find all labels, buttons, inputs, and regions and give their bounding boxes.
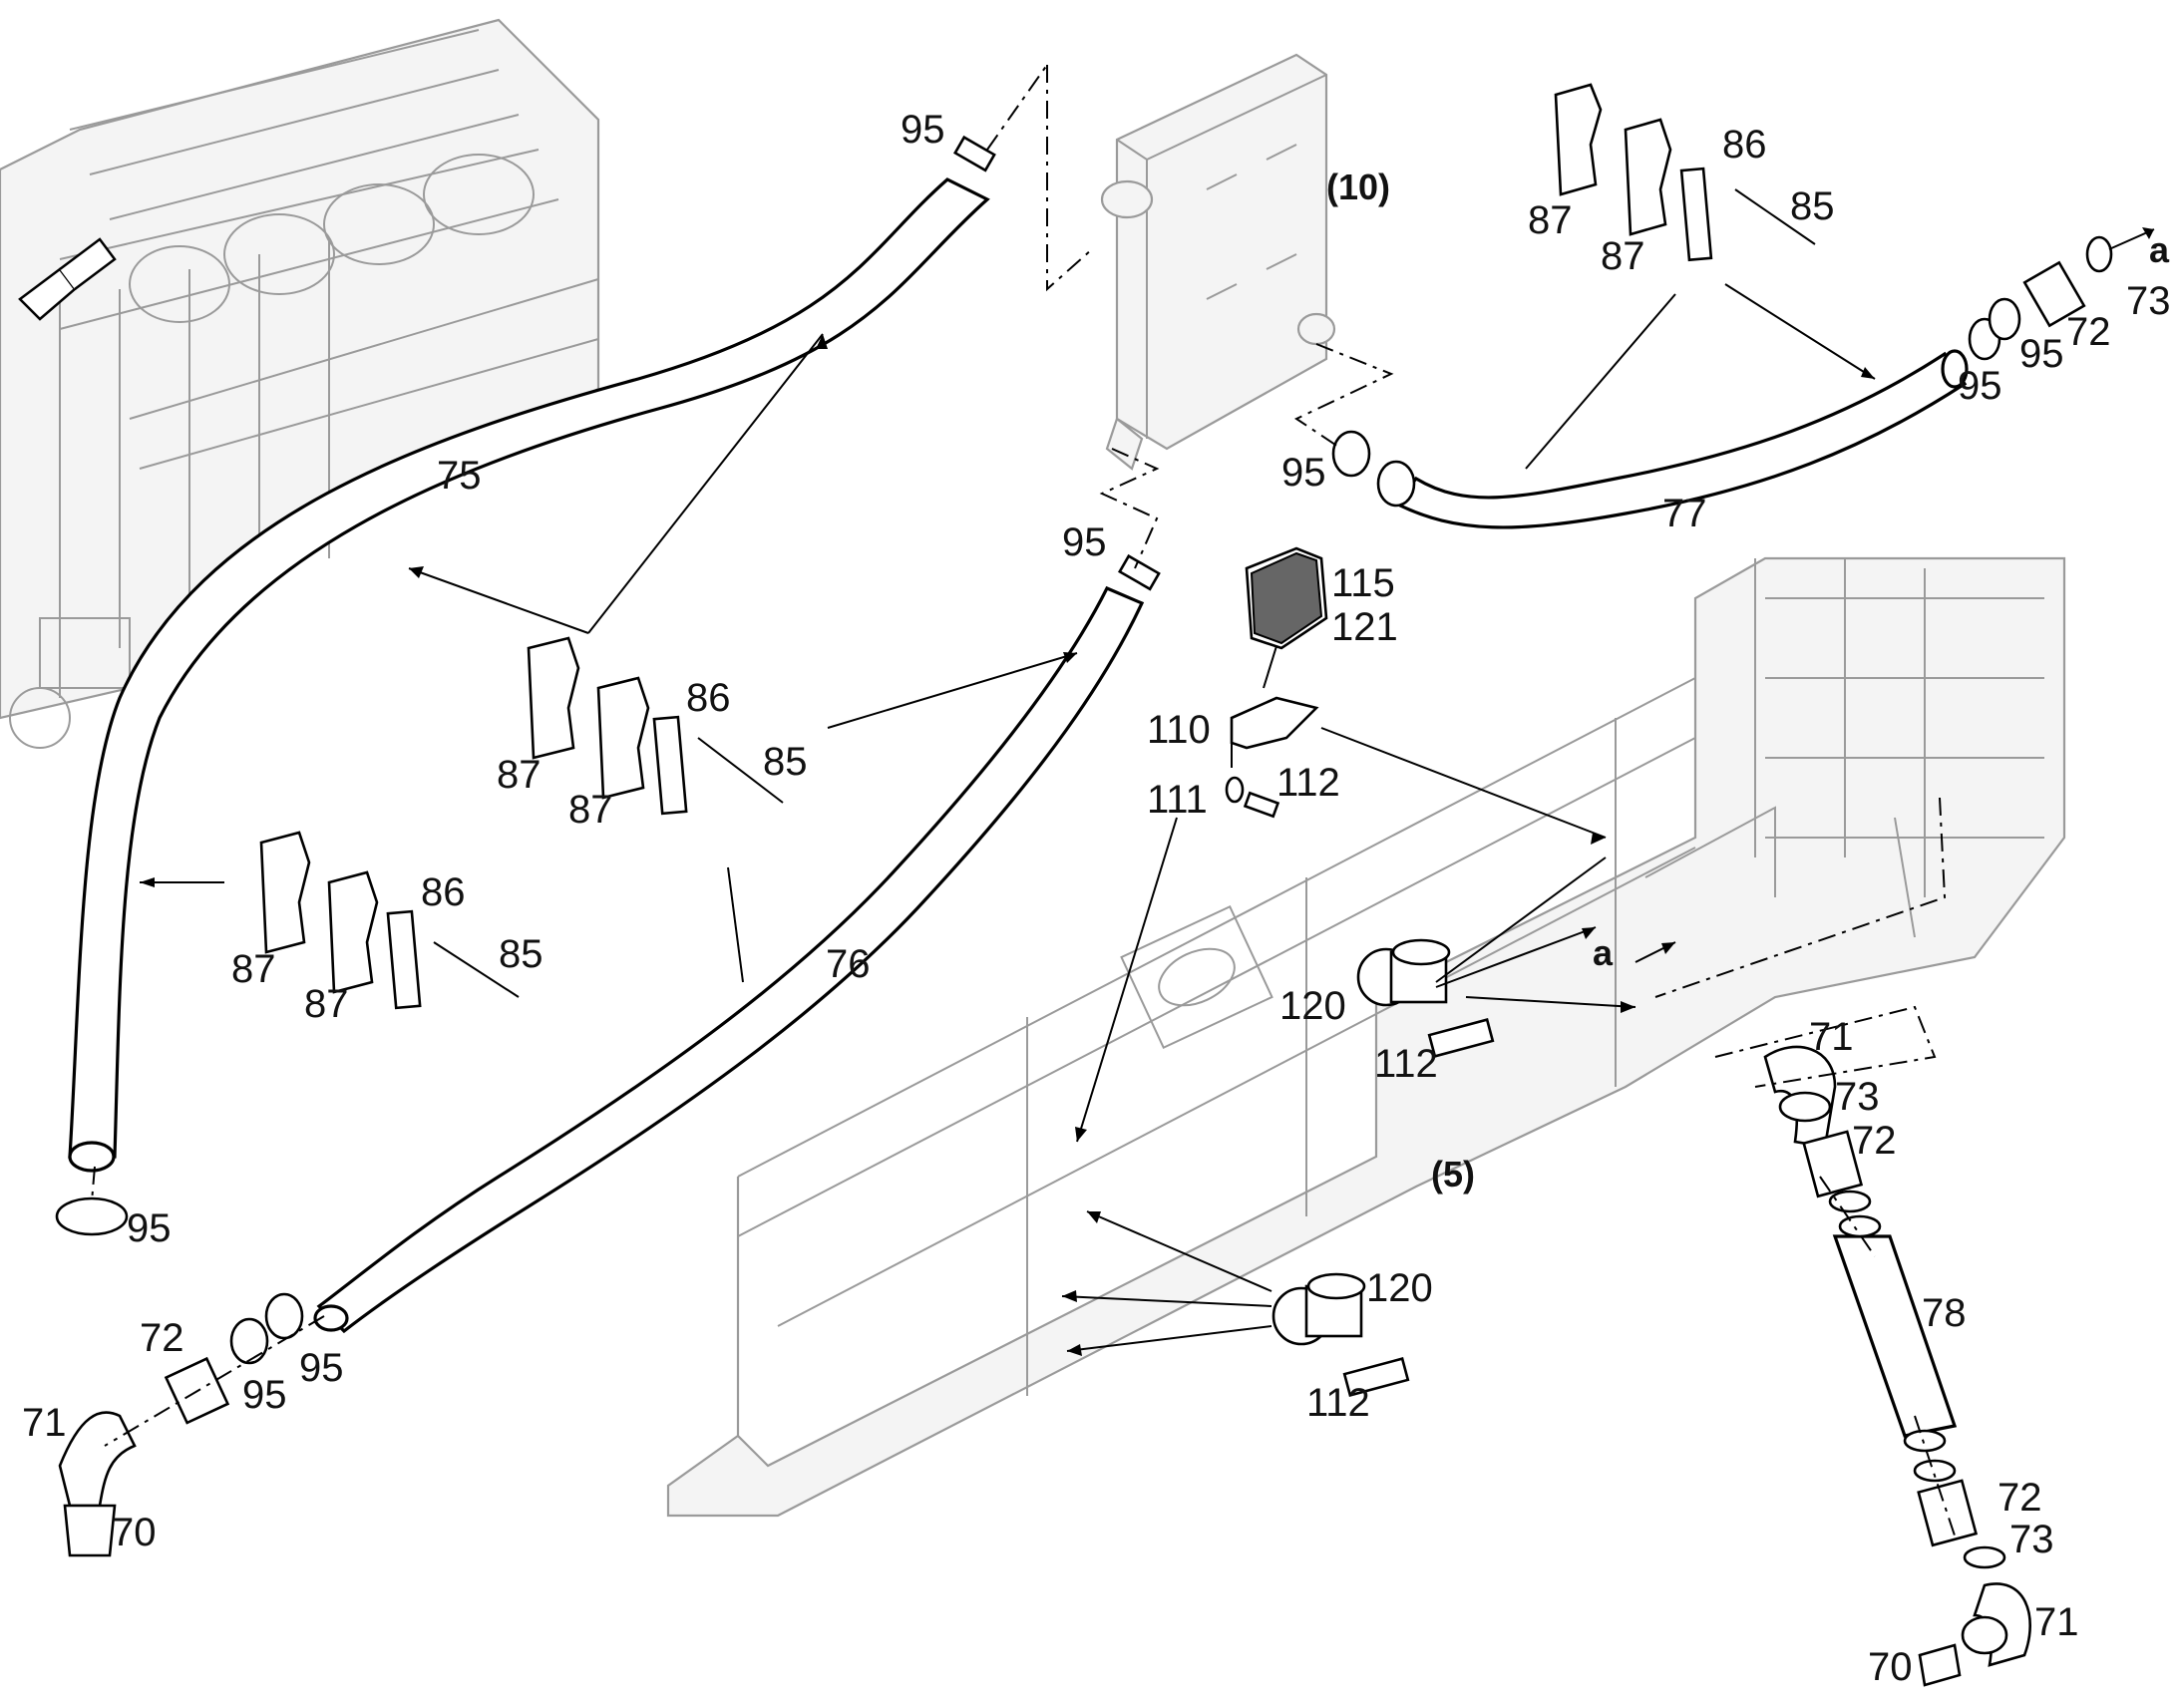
- lamp-115: [1245, 546, 1328, 650]
- label-87-center-2: 87: [568, 788, 613, 832]
- bracket-110: [1230, 696, 1319, 768]
- label-86-top: 86: [1722, 123, 1767, 167]
- label-a-right: a: [2149, 229, 2170, 270]
- bracket-120-a: [1356, 938, 1495, 1058]
- part-labels: 95 75 95 (10) 87 87 86 85 95 95 72 73 a …: [22, 108, 2171, 1689]
- label-112-a: 112: [1276, 761, 1340, 805]
- label-95-right-2: 95: [2019, 332, 2064, 376]
- label-71-bottom-left: 71: [22, 1401, 67, 1445]
- clamp-set-left: [259, 831, 520, 1010]
- label-75: 75: [437, 454, 482, 498]
- clip-95-mid: [1118, 553, 1161, 591]
- label-73-right: 73: [2126, 279, 2171, 323]
- fittings-right-top: [1968, 227, 2155, 361]
- leader-lines: [140, 283, 1876, 1356]
- label-87-center-1: 87: [497, 753, 542, 797]
- frame-assembly-5: [666, 556, 2066, 1518]
- label-85-top: 85: [1790, 184, 1835, 228]
- label-115: 115: [1331, 561, 1395, 605]
- label-110: 110: [1147, 708, 1211, 752]
- label-95-mid: 95: [1062, 520, 1107, 564]
- label-87-top-2: 87: [1601, 234, 1645, 278]
- label-112-b: 112: [1374, 1042, 1438, 1086]
- label-87-left-2: 87: [304, 982, 349, 1026]
- label-71-right: 71: [1809, 1015, 1854, 1059]
- label-86-left: 86: [421, 870, 466, 914]
- clamp-set-center: [527, 636, 784, 816]
- label-121: 121: [1331, 605, 1398, 649]
- label-95-bottom-left-2: 95: [242, 1373, 287, 1417]
- label-73-right-1: 73: [1835, 1075, 1880, 1119]
- fittings-bottom-right: [1763, 1045, 2032, 1687]
- hose-77: [1393, 349, 1969, 529]
- hose-76: [313, 585, 1145, 1334]
- clamp-set-top: [1554, 83, 1816, 262]
- label-85-center: 85: [763, 740, 808, 784]
- hose-75: [68, 177, 990, 1173]
- bracket-120-b: [1272, 1272, 1410, 1397]
- tank-assembly-10: [1100, 53, 1336, 471]
- label-72-bottom-left: 72: [140, 1316, 184, 1360]
- clip-95-left77: [1331, 430, 1416, 508]
- label-87-top-1: 87: [1528, 198, 1573, 242]
- label-77: 77: [1662, 492, 1707, 535]
- label-72-right-2: 72: [1998, 1476, 2042, 1520]
- label-a-mid: a: [1593, 932, 1614, 973]
- label-76: 76: [826, 942, 871, 986]
- label-95-top: 95: [901, 108, 945, 152]
- label-95-bottom-left-3: 95: [299, 1346, 344, 1390]
- label-78: 78: [1922, 1291, 1967, 1335]
- label-95-bottom-left: 95: [127, 1206, 172, 1250]
- label-120-b: 120: [1366, 1266, 1433, 1310]
- bolt-112-a: [1225, 776, 1280, 819]
- label-assembly-5: (5): [1431, 1154, 1475, 1195]
- label-112-c: 112: [1306, 1381, 1370, 1425]
- label-95-right-1: 95: [1958, 364, 2002, 408]
- clip-95-top: [953, 135, 996, 172]
- label-72-right: 72: [2066, 310, 2111, 354]
- label-87-left-1: 87: [231, 947, 276, 991]
- label-120-a: 120: [1279, 984, 1346, 1028]
- label-70-right: 70: [1868, 1645, 1913, 1689]
- hose-78: [1832, 1234, 1958, 1438]
- label-85-left: 85: [499, 932, 544, 976]
- label-111: 111: [1147, 778, 1208, 822]
- label-71-right-2: 71: [2034, 1600, 2079, 1644]
- label-assembly-10: (10): [1326, 167, 1390, 207]
- label-73-right-2: 73: [2009, 1518, 2054, 1561]
- label-72-right-1: 72: [1852, 1119, 1897, 1163]
- engine-block-assembly: [0, 18, 600, 749]
- label-70-bottom-left: 70: [112, 1511, 157, 1554]
- label-95-left77: 95: [1281, 451, 1326, 495]
- dashed-center-lines: [91, 64, 1956, 1537]
- label-86-center: 86: [686, 676, 731, 720]
